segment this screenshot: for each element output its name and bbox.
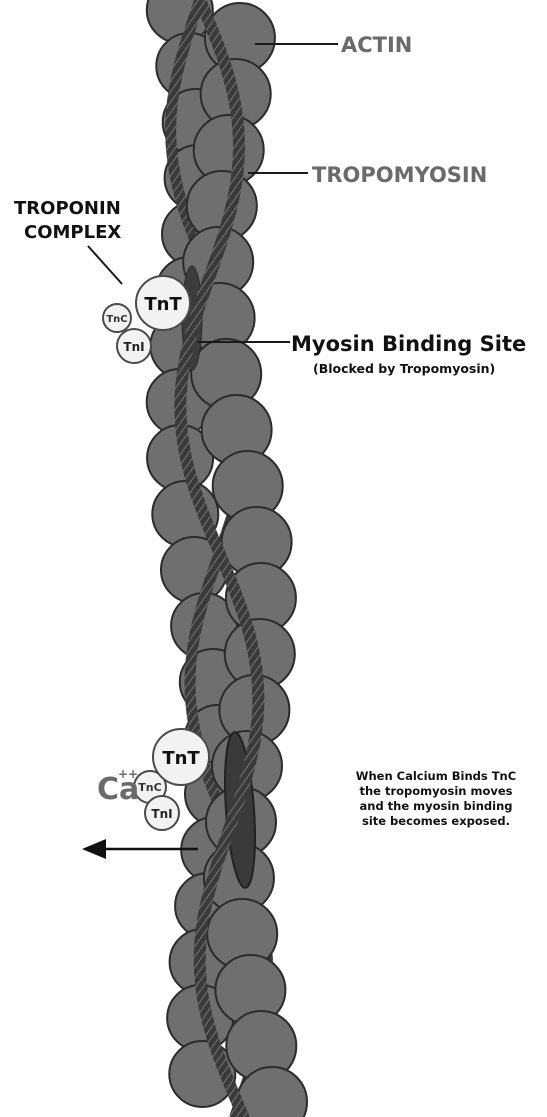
troponin-complex-label-line1: TROPONIN (14, 198, 121, 219)
calcium-caption: When Calcium Binds TnC the tropomyosin m… (356, 769, 516, 828)
left-arrow-icon (82, 839, 198, 859)
tni-label-bottom: TnI (151, 807, 172, 821)
tnc-label-top: TnC (106, 314, 127, 325)
caption-line-4: site becomes exposed. (362, 814, 510, 828)
tropomyosin-label: TROPOMYOSIN (312, 163, 487, 187)
tnc-label-bottom: TnC (138, 781, 161, 794)
tni-label-top: TnI (123, 340, 144, 354)
blocked-note-label: (Blocked by Tropomyosin) (313, 361, 495, 376)
myosin-binding-site-label: Myosin Binding Site (291, 332, 526, 356)
caption-line-3: and the myosin binding (360, 799, 513, 813)
troponin-complex-label-line2: COMPLEX (24, 222, 121, 243)
tnt-label-top: TnT (144, 294, 182, 315)
caption-line-1: When Calcium Binds TnC (356, 769, 516, 783)
actin-label: ACTIN (341, 33, 412, 57)
troponin-leader-line (88, 246, 122, 284)
calcium-charge-label: ++ (118, 767, 138, 781)
tnt-label-bottom: TnT (162, 748, 200, 769)
caption-line-2: the tropomyosin moves (359, 784, 512, 798)
